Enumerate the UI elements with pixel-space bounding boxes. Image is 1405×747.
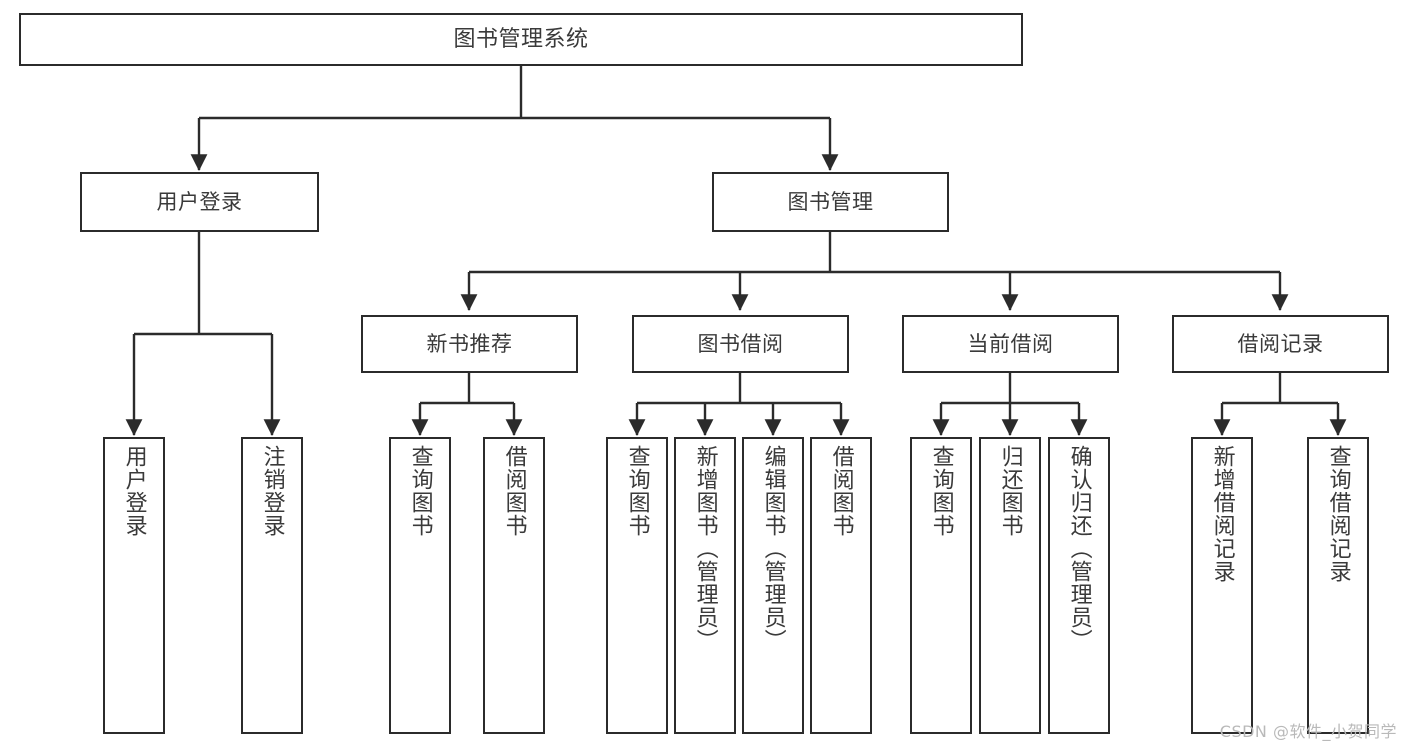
node-leaf-query-book-2-label: 查询图书 [624,445,650,537]
node-leaf-query-book-3[interactable]: 查询图书 [910,437,972,734]
node-leaf-query-borrow-record[interactable]: 查询借阅记录 [1307,437,1369,734]
node-current-borrow-label: 当前借阅 [967,331,1054,356]
node-leaf-query-book-1-label: 查询图书 [407,445,433,537]
node-leaf-edit-book-admin-label: 编辑图书（管理员） [760,445,786,652]
node-leaf-confirm-return-admin[interactable]: 确认归还（管理员） [1048,437,1110,734]
node-book-management-label: 图书管理 [787,189,874,214]
node-leaf-add-book-admin[interactable]: 新增图书（管理员） [674,437,736,734]
node-user-login[interactable]: 用户登录 [80,172,319,232]
node-leaf-logout-label: 注销登录 [259,445,285,537]
node-user-login-label: 用户登录 [156,189,243,214]
node-leaf-logout[interactable]: 注销登录 [241,437,303,734]
node-root[interactable]: 图书管理系统 [19,13,1023,66]
node-leaf-borrow-book-1-label: 借阅图书 [501,445,527,537]
node-leaf-add-borrow-record[interactable]: 新增借阅记录 [1191,437,1253,734]
node-leaf-borrow-book-2-label: 借阅图书 [828,445,854,537]
node-leaf-query-book-3-label: 查询图书 [928,445,954,537]
node-leaf-add-borrow-record-label: 新增借阅记录 [1209,445,1235,583]
node-leaf-query-borrow-record-label: 查询借阅记录 [1325,445,1351,583]
node-borrow-records-label: 借阅记录 [1237,331,1324,356]
node-leaf-confirm-return-admin-label: 确认归还（管理员） [1066,445,1092,652]
node-leaf-query-book-1[interactable]: 查询图书 [389,437,451,734]
node-leaf-query-book-2[interactable]: 查询图书 [606,437,668,734]
node-leaf-user-login-label: 用户登录 [121,445,147,537]
node-leaf-borrow-book-2[interactable]: 借阅图书 [810,437,872,734]
node-leaf-add-book-admin-label: 新增图书（管理员） [692,445,718,652]
node-current-borrow[interactable]: 当前借阅 [902,315,1119,373]
node-root-label: 图书管理系统 [453,26,589,52]
node-new-book-recommend[interactable]: 新书推荐 [361,315,578,373]
node-leaf-borrow-book-1[interactable]: 借阅图书 [483,437,545,734]
node-new-book-recommend-label: 新书推荐 [426,331,513,356]
node-leaf-return-book-label: 归还图书 [997,445,1023,537]
node-book-management[interactable]: 图书管理 [712,172,949,232]
csdn-watermark: CSDN @软件_小贺同学 [1219,722,1397,741]
node-leaf-return-book[interactable]: 归还图书 [979,437,1041,734]
node-book-borrow[interactable]: 图书借阅 [632,315,849,373]
node-leaf-user-login[interactable]: 用户登录 [103,437,165,734]
node-leaf-edit-book-admin[interactable]: 编辑图书（管理员） [742,437,804,734]
node-book-borrow-label: 图书借阅 [697,331,784,356]
node-borrow-records[interactable]: 借阅记录 [1172,315,1389,373]
